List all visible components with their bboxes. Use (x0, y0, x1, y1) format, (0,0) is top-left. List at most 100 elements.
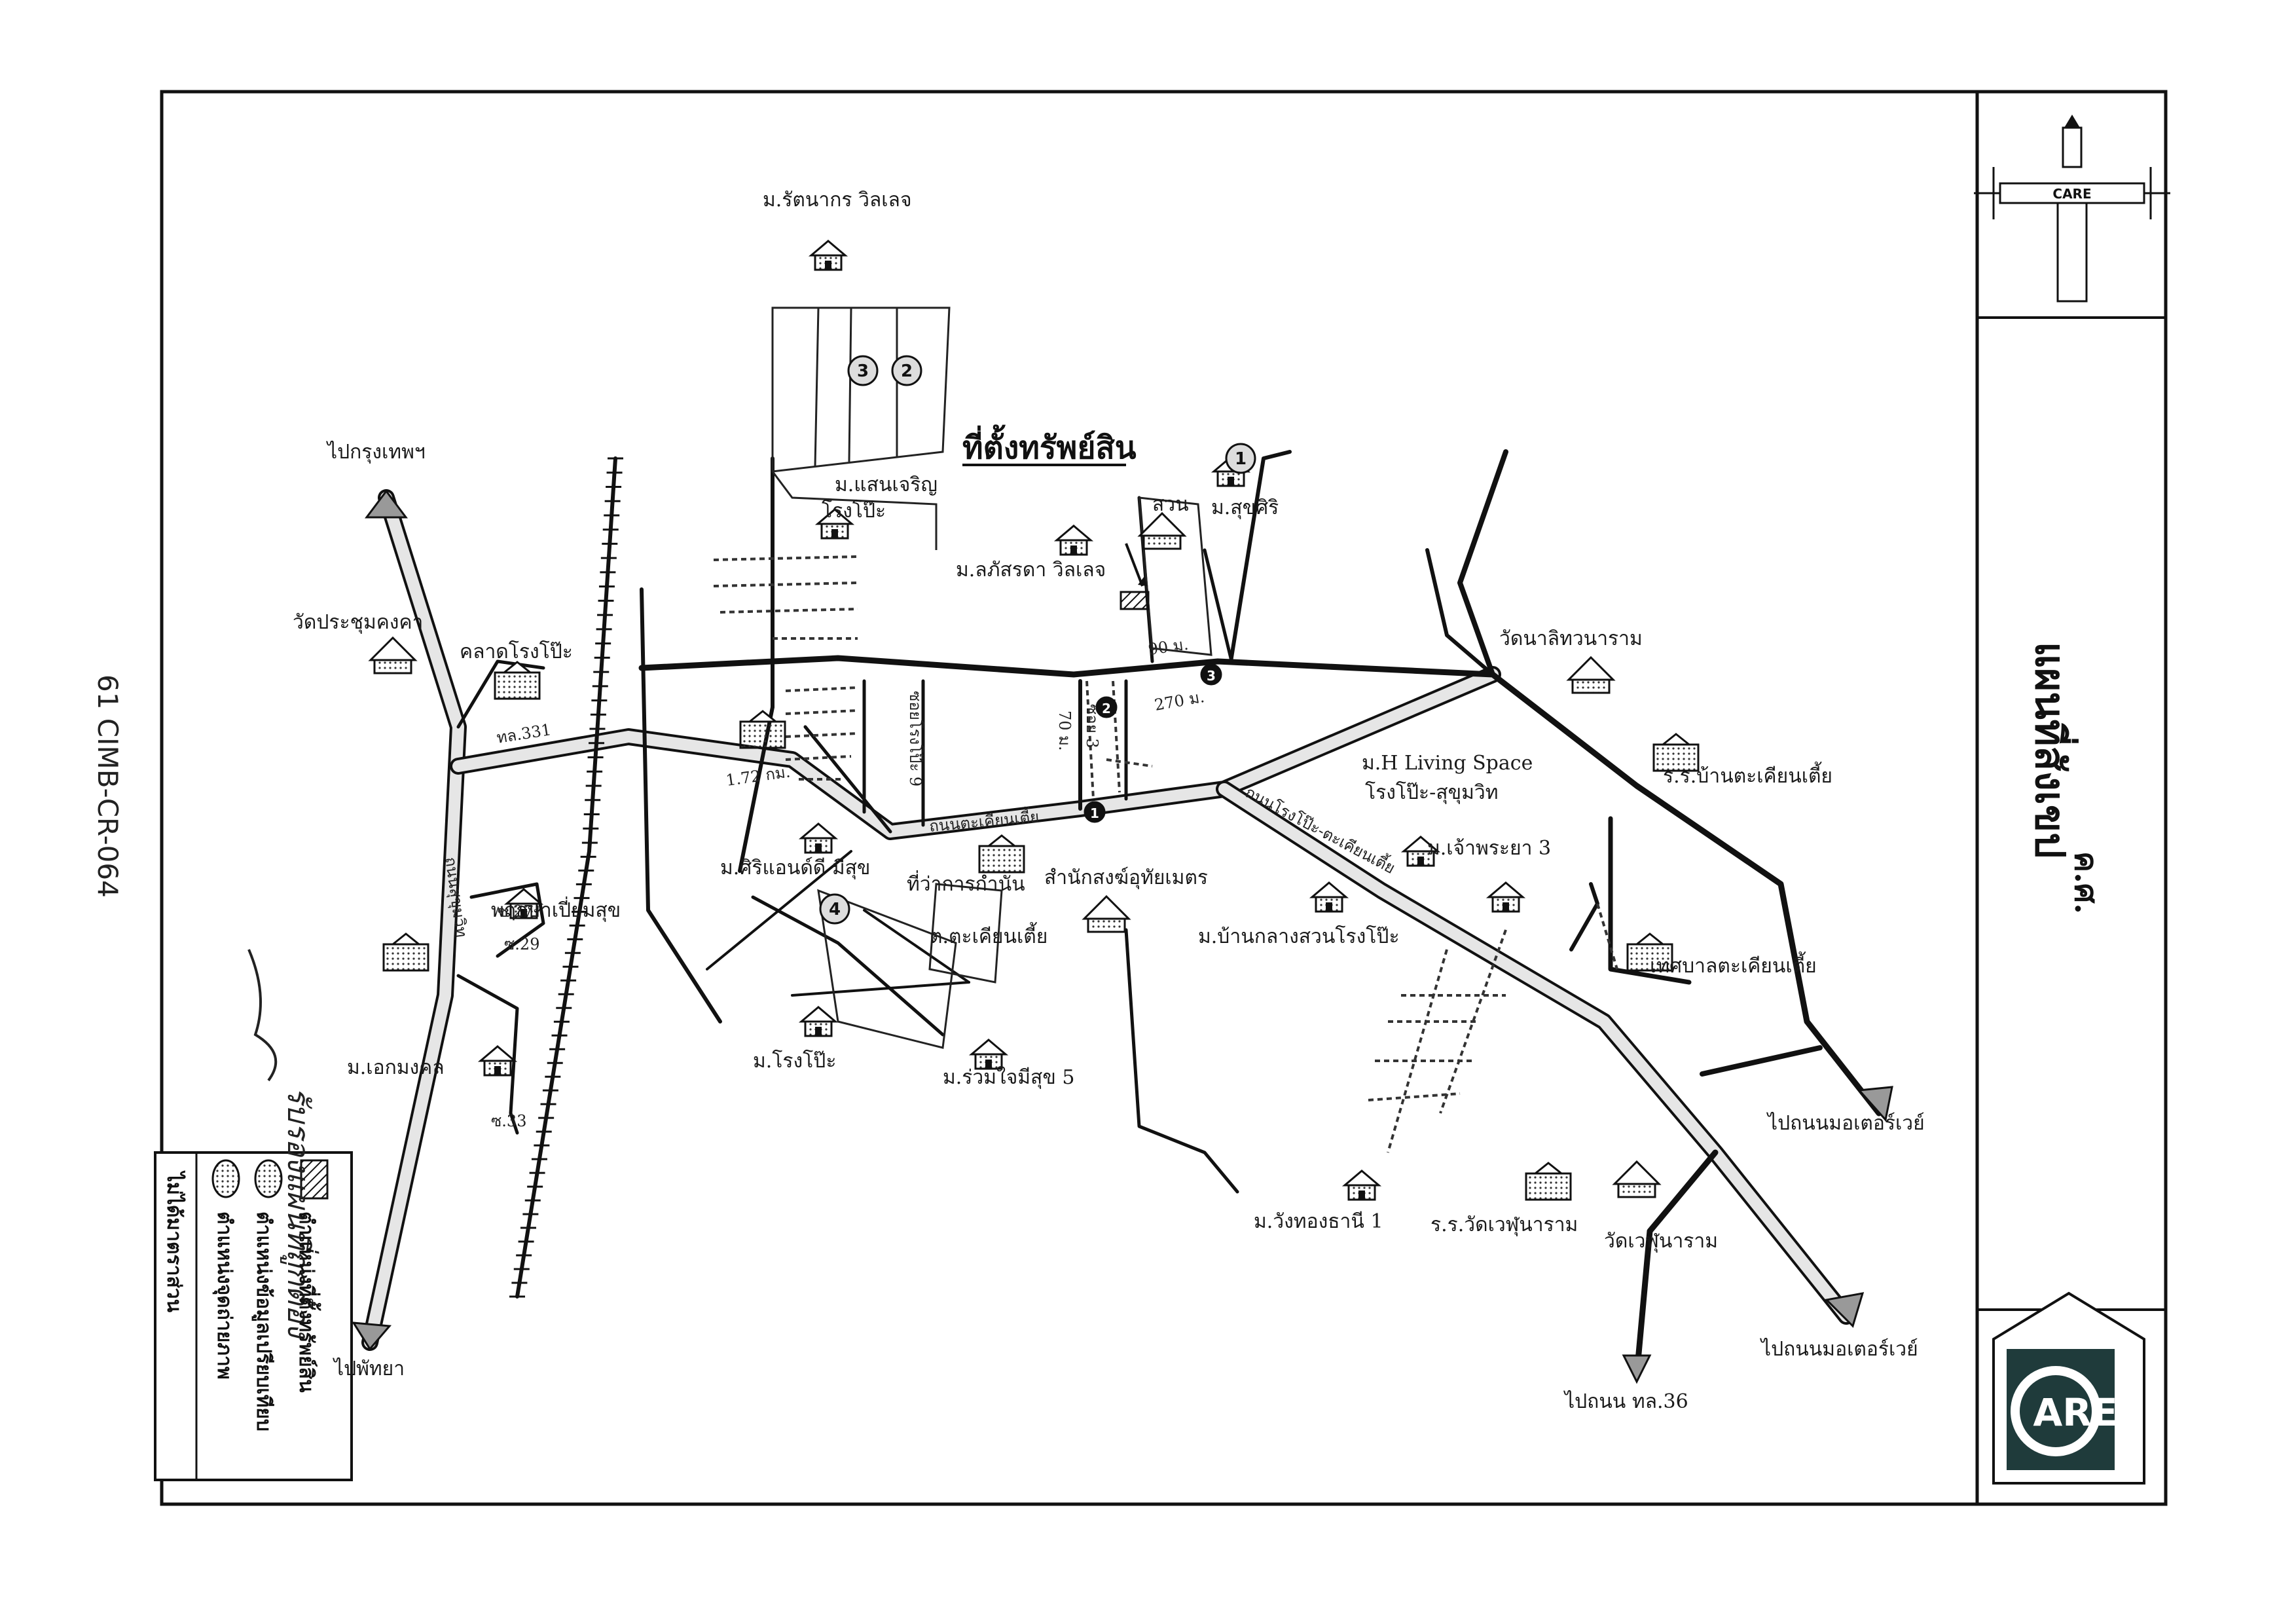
place-label: ม.แสนเจริญ (835, 473, 938, 496)
arrow-to-motorway-2-icon (1824, 1292, 1865, 1328)
marker-2: 2 (1095, 696, 1118, 718)
svg-text:3: 3 (857, 361, 869, 381)
house-icon (1343, 1170, 1380, 1201)
side-code: 61 CIMB-CR-064 (92, 674, 124, 898)
place-label: ม.เจ้าพระยา 3 (1427, 837, 1551, 860)
map-title: แผนที่สังเขป (2026, 642, 2079, 858)
place-label: โรงโป๊ะ (822, 499, 886, 523)
street-line (720, 608, 858, 614)
svg-text:2: 2 (1102, 701, 1111, 716)
distance-label: 90 ม. (1147, 635, 1190, 659)
road-network (361, 449, 1882, 1378)
shrine-icon (1139, 512, 1186, 550)
legend-photo-icon (211, 1159, 240, 1198)
map-frame (160, 90, 2168, 1506)
street-line (785, 686, 858, 692)
legend-item: ตำแหน่งจุดถ่ายภาพ (212, 1211, 236, 1380)
place-label: พฤกษาเปี่ยมสุข (491, 896, 621, 923)
factory-icon (382, 932, 429, 972)
direction-arrows (352, 489, 1893, 1384)
road-label: ซ.29 (504, 935, 539, 953)
arrow-to-route36-icon (1622, 1354, 1652, 1384)
place-label: สวน (1152, 493, 1189, 516)
legend-item: ตำแหน่งที่ตั้งทรัพย์สิน (295, 1211, 321, 1393)
street-line (1387, 949, 1448, 1153)
svg-text:3: 3 (1207, 668, 1216, 684)
place-label: วัดประชุมคงคา (293, 611, 423, 635)
place-label: ไปพัทยา (333, 1357, 405, 1380)
street-line (1439, 929, 1507, 1114)
street-line (785, 732, 858, 738)
legend-item: ไม่ได้มาตราส่วน (162, 1170, 186, 1313)
place-label: ม.ศิริแอนด์ดี มีสุข (720, 857, 870, 880)
street-dashes (713, 555, 1618, 1153)
house-icon (800, 822, 837, 854)
property-parcel (1120, 591, 1150, 610)
street-line (713, 581, 858, 587)
legend-texts: ตำแหน่งที่ตั้งทรัพย์สิน ตำแหน่งข้อมูลเปรี… (162, 1170, 321, 1431)
place-label: คลาดโรงโป๊ะ (460, 640, 573, 663)
street-line (1112, 680, 1121, 793)
place-label: ไปถนนมอเตอร์เวย์ (1760, 1337, 1918, 1361)
marker-2: 2 (891, 355, 922, 386)
svg-text:2: 2 (901, 361, 913, 381)
compass-icon: CARE (1974, 115, 2170, 303)
road-label: ซอยโรงโป๊ะ 9 (906, 691, 924, 786)
railway-ties (509, 457, 623, 1298)
house-icon (1311, 881, 1347, 913)
street-line (1106, 758, 1153, 767)
place-label: ไปถนนมอเตอร์เวย์ (1766, 1111, 1925, 1135)
place-label: ม.บ้านกลางสวนโรงโป๊ะ (1198, 925, 1400, 948)
street-line (1368, 1092, 1461, 1101)
arrow-to-bangkok-icon (365, 489, 408, 519)
house-icon (970, 1039, 1007, 1070)
house-icon (479, 1045, 516, 1077)
legend-item: ตำแหน่งข้อมูลเปรียบเทียบ (251, 1211, 275, 1431)
temple-icon (1567, 656, 1614, 694)
temple-icon (369, 637, 416, 674)
svg-text:4: 4 (829, 900, 841, 919)
place-label: ม.รัตนากร วิลเลจ (763, 189, 912, 212)
house-icon (810, 240, 847, 271)
place-label: ม.สุขศิริ (1211, 496, 1279, 520)
place-label: ไปกรุงเทพฯ (326, 440, 426, 464)
building-icon (739, 710, 786, 749)
property-label: ที่ตั้งทรัพย์สิน (962, 424, 1137, 466)
place-label: ม.ลภัสรดา วิลเลจ (956, 559, 1106, 581)
place-label: ม.วังทองธานี 1 (1254, 1210, 1383, 1233)
arrow-to-motorway-1-icon (1857, 1086, 1893, 1122)
property-arrow-head (1138, 576, 1147, 586)
legend-box (154, 1151, 353, 1481)
marker-3: 3 (847, 355, 879, 386)
marker-1: 1 (1084, 801, 1106, 823)
place-label: ม.H Living Space (1362, 752, 1533, 775)
distance-label: 70 ม. (1055, 710, 1074, 751)
distance-label: 270 ม. (1153, 688, 1206, 714)
office-icon (978, 834, 1025, 874)
svg-text:1: 1 (1090, 805, 1099, 821)
marker-4: 4 (819, 893, 850, 925)
legend-compare-icon (254, 1159, 283, 1198)
marker-1: 1 (1225, 443, 1256, 474)
house-icon (800, 1006, 837, 1037)
map-subtitle: ค.ศ. (2068, 851, 2104, 914)
place-label: วัดนาลิทวนาราม (1499, 627, 1643, 650)
place-label: ไปถนน ทล.36 (1563, 1390, 1688, 1413)
place-label: ที่ว่าการกำนัน (907, 870, 1025, 896)
road-label: ถนนตะเคียนเตี้ย (928, 805, 1040, 836)
place-label: ม.ร่วมใจมีสุข 5 (943, 1066, 1075, 1090)
logo-text: ARE (2033, 1390, 2117, 1435)
place-label: วัดเวฬุนาราม (1604, 1230, 1718, 1253)
road-label: ซอย 3 (1083, 704, 1101, 748)
street-line (1085, 680, 1095, 800)
temple-icon (1613, 1160, 1660, 1198)
house-icon (1487, 881, 1524, 913)
place-label: สำนักสงฆ์อุทัยเมตร (1044, 866, 1208, 890)
legend-hatch-icon (300, 1159, 329, 1200)
road-label: ซ.33 (491, 1112, 526, 1130)
place-label: ม.โรงโป๊ะ (753, 1049, 836, 1073)
monastery-icon (1083, 895, 1130, 933)
place-label: โรงโป๊ะ-สุขุมวิท (1365, 781, 1499, 805)
place-label: ร.ร.วัดเวฬุนาราม (1430, 1213, 1578, 1237)
